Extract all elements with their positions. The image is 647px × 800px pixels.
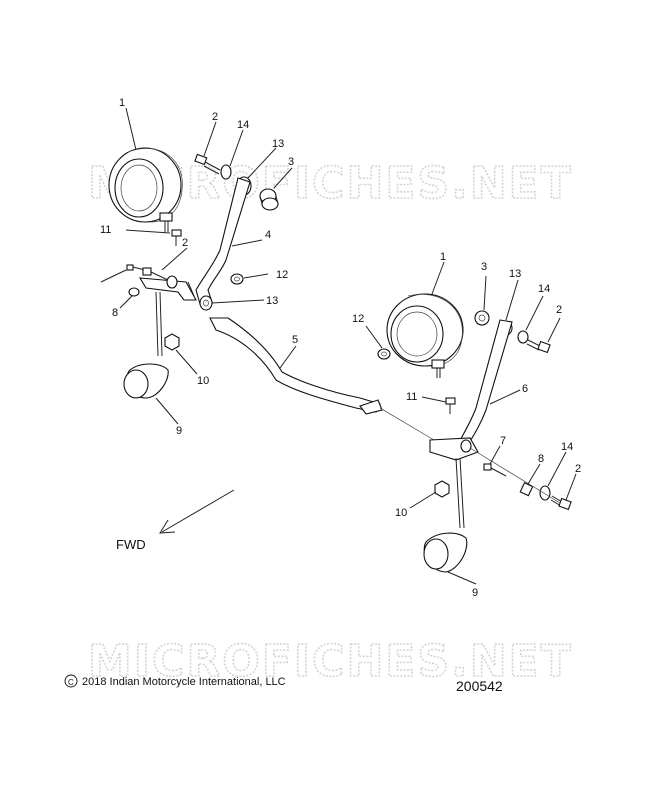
right-nut-8 [519, 482, 534, 497]
left-headlamp [108, 147, 183, 232]
right-headlamp [386, 293, 464, 378]
left-bushing-bottom [199, 295, 213, 311]
callout-right-washer-14a: 14 [538, 283, 550, 295]
right-bracket [455, 319, 513, 449]
callout-left-pivot-bolt: 2 [182, 237, 188, 249]
left-pivot-bolt [142, 267, 178, 289]
callout-right-screw-11: 11 [406, 391, 417, 403]
callout-left-nut-8: 8 [112, 307, 118, 319]
callout-left-signal: 9 [176, 425, 182, 437]
figure-number: 200542 [456, 678, 503, 694]
callout-right-washer-14b: 14 [561, 441, 573, 453]
callout-left-bracket: 4 [265, 229, 271, 241]
left-nut-10 [164, 333, 180, 351]
right-turn-signal [423, 532, 468, 573]
left-nut-8 [128, 287, 140, 297]
right-washer-14a [517, 330, 529, 344]
callout-right-headlamp: 1 [440, 251, 446, 263]
right-bolt-a [526, 339, 551, 354]
watermark-bottom: MICROFICHES.NET [88, 636, 573, 687]
right-screw-7 [483, 463, 507, 477]
callout-left-screw-11: 11 [100, 224, 111, 236]
callout-left-nut-10: 10 [197, 375, 209, 387]
callout-right-screw-7: 7 [500, 435, 506, 447]
callout-right-spacer: 3 [481, 261, 487, 273]
callout-left-headlamp: 1 [119, 97, 125, 109]
callout-right-bolt-b: 2 [575, 463, 581, 475]
right-bolt-b [550, 495, 572, 511]
callout-left-bushing-top: 13 [272, 138, 284, 150]
right-nut-12 [377, 348, 391, 360]
copyright-text: 2018 Indian Motorcycle International, LL… [82, 676, 286, 688]
callout-right-bolt-a: 2 [556, 304, 562, 316]
right-nut-10 [434, 480, 450, 498]
callout-right-signal: 9 [472, 587, 478, 599]
crossbar [209, 317, 381, 413]
fwd-label: FWD [116, 537, 146, 552]
left-screw-7 [126, 264, 146, 271]
right-spacer [474, 310, 490, 326]
left-spacer [259, 188, 279, 211]
left-washer [220, 164, 232, 180]
left-bolt [194, 153, 221, 175]
left-mount-plate [138, 277, 197, 301]
copyright-line: C 2018 Indian Motorcycle International, … [64, 674, 286, 688]
callout-right-nut-8: 8 [538, 453, 544, 465]
leader-lines [100, 107, 577, 585]
callout-left-bushing-bottom: 13 [266, 295, 278, 307]
callout-right-nut-12: 12 [352, 313, 364, 325]
callout-right-bracket: 6 [522, 383, 528, 395]
left-nut-12 [230, 273, 244, 285]
callout-crossbar: 5 [292, 334, 298, 346]
right-washer-14b [539, 485, 551, 501]
callout-left-nut-12: 12 [276, 269, 288, 281]
callout-left-bolt: 2 [212, 111, 218, 123]
svg-text:C: C [68, 678, 74, 687]
left-turn-signal [123, 363, 169, 399]
callout-left-washer: 14 [237, 119, 249, 131]
left-screw-11 [171, 229, 182, 246]
forward-direction-arrow [159, 489, 235, 534]
callout-right-bushing: 13 [509, 268, 521, 280]
callout-left-spacer: 3 [288, 156, 294, 168]
right-screw-11 [445, 397, 456, 414]
callout-right-nut-10: 10 [395, 507, 407, 519]
